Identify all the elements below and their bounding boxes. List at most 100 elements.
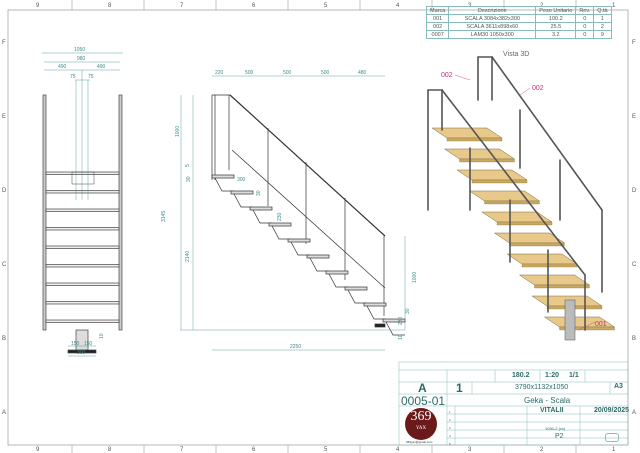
bom-cell: 001 [425, 14, 450, 23]
tread [468, 190, 541, 202]
revision-value: A [418, 381, 427, 395]
tread [45, 171, 120, 175]
stringer [290, 241, 310, 256]
row-marker: B [632, 336, 636, 342]
bom-cell: 3.2 [535, 30, 577, 39]
tread [45, 301, 120, 305]
company-logo: 369 YAX [405, 408, 437, 440]
tread [456, 169, 528, 181]
author-value: VITALII [540, 407, 564, 414]
overall-dimensions: 3790x1132x1050 [515, 384, 569, 391]
column-marker: 4 [396, 447, 400, 453]
bom-header-cell: Marca [425, 6, 450, 15]
column-marker: 9 [36, 447, 40, 453]
bom-cell: 9 [593, 30, 612, 39]
column-marker: 6 [252, 3, 256, 9]
date-value: 20/09/2025 [594, 407, 630, 414]
tread-edge [534, 284, 590, 289]
column-marker: 1 [612, 447, 616, 453]
bom-cell: 002 [425, 22, 450, 31]
dim-tread-depth: 300 [237, 177, 246, 183]
dim-side-top-5: 480 [358, 70, 367, 76]
title-block-frame [398, 361, 629, 446]
tread [506, 253, 578, 265]
weight-value: 180.2 [512, 372, 530, 379]
dim-side-top-2: 500 [245, 70, 254, 76]
dim-front-offset-right: 75 [88, 74, 94, 80]
bom-header: Marca Descrizione Peso Unitario Rev. Q.t… [425, 6, 612, 15]
dim-front-width: 1050 [74, 47, 85, 53]
column-marker: 3 [468, 447, 472, 453]
row-marker: D [2, 188, 7, 194]
stringer [385, 321, 405, 336]
tread [230, 190, 254, 195]
stringer [366, 305, 386, 320]
tread-edge [459, 158, 515, 163]
bom-cell: 0007 [425, 30, 450, 39]
tread-edge [446, 137, 503, 142]
bom-header-cell: Rev. [575, 6, 595, 15]
logo-number: 369 [410, 409, 432, 424]
iso-view-title: Vista 3D [503, 51, 529, 58]
tread [45, 227, 120, 231]
dim-side-top-3: 500 [283, 70, 292, 76]
dim-top-tread-thickness: 30 [186, 176, 192, 182]
drawing-description: Geka - Scala [524, 396, 571, 405]
tread [45, 282, 120, 286]
dim-side-top-1: 220 [215, 70, 224, 76]
iso-view [427, 56, 616, 341]
sheet-format: A3 [614, 383, 623, 390]
tread-edge [521, 263, 578, 268]
stringer [347, 289, 367, 304]
tread [211, 174, 235, 179]
dim-front-half-left: 490 [58, 64, 67, 70]
dim-front-inner: 980 [77, 56, 86, 62]
quantity-value: 1 [456, 381, 463, 395]
row-marker: E [2, 114, 6, 120]
dim-top-gap: 5 [185, 164, 191, 167]
callout-002-right: 002 [532, 85, 544, 92]
callout-001: 001 [595, 321, 607, 328]
tread [344, 286, 368, 291]
dim-side-top-4: 500 [321, 70, 330, 76]
tread [45, 264, 120, 268]
row-marker: E [632, 114, 636, 120]
bom-cell: SCALA 3611x898x60 [448, 22, 537, 31]
side-view [180, 75, 406, 351]
column-marker: 2 [540, 447, 544, 453]
projection-symbol-icon [605, 433, 619, 442]
row-number: 4 [449, 434, 451, 438]
bom-header-cell: Descrizione [448, 6, 537, 15]
row-marker: C [2, 262, 7, 268]
column-marker: 8 [108, 3, 112, 9]
tread [306, 254, 330, 259]
row-marker: F [632, 40, 636, 46]
tread [363, 302, 387, 307]
row-marker: A [2, 410, 6, 416]
sheet-value: 1/1 [569, 372, 579, 379]
stringer [214, 177, 234, 192]
bom-cell: 2 [593, 22, 612, 31]
column-marker: 8 [108, 447, 112, 453]
dim-base-plate: 10 [398, 334, 404, 340]
dim-bottom-tread: 30 [405, 308, 411, 314]
bom-cell: SCALA 3084x382x300 [448, 14, 537, 23]
dim-base-width: 300 [77, 350, 86, 356]
row-number: 1 [449, 410, 451, 414]
drawing-code: 0005-01 [401, 394, 446, 408]
callout-002-left: 002 [441, 72, 453, 79]
bom-cell: LAM30 1050x300 [448, 30, 537, 39]
column-marker: 5 [324, 3, 328, 9]
stringer [233, 193, 253, 208]
column-marker: 9 [36, 3, 40, 9]
bom-cell: 100.2 [535, 14, 577, 23]
tread-edge [509, 242, 565, 247]
front-view [42, 52, 123, 357]
tread-edge [484, 200, 540, 205]
bom-cell: 0 [575, 22, 595, 31]
